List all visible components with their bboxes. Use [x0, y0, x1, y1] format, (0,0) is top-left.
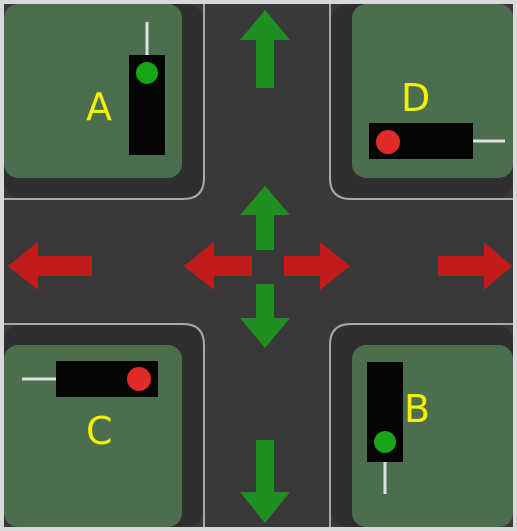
- arrow-west-center: [184, 242, 252, 290]
- traffic-signal-c: [22, 361, 158, 397]
- signal-light-green: [374, 431, 396, 453]
- arrow-west-left: [8, 242, 92, 290]
- arrow-east-right: [438, 242, 512, 290]
- arrow-north-top: [240, 10, 290, 88]
- arrow-south-center: [240, 284, 290, 348]
- lane-edge-lines: [4, 4, 513, 527]
- traffic-signal-a: [129, 22, 165, 155]
- arrow-south-bottom: [240, 440, 290, 523]
- arrow-east-center: [284, 242, 350, 290]
- signal-label-d: D: [401, 76, 430, 120]
- signal-light-red: [127, 367, 151, 391]
- traffic-signal-b: [367, 362, 403, 494]
- signal-label-a: A: [86, 85, 112, 129]
- arrow-north-center: [240, 186, 290, 250]
- signal-label-c: C: [86, 409, 113, 453]
- signal-light-green: [136, 62, 158, 84]
- traffic-signal-d: [369, 123, 505, 159]
- signal-label-b: B: [404, 387, 430, 431]
- signal-light-red: [376, 130, 400, 154]
